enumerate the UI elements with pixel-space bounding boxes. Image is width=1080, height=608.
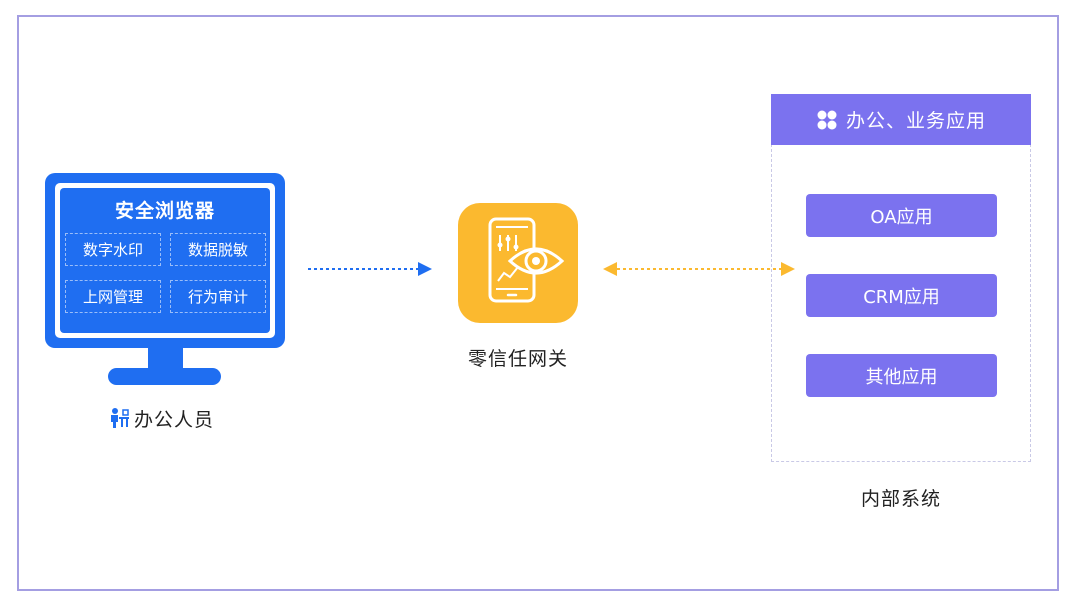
app-oa[interactable]: OA应用 — [806, 194, 997, 237]
office-staff-text: 办公人员 — [134, 408, 215, 431]
system-header-text: 办公、业务应用 — [845, 110, 986, 132]
feature-web-management: 上网管理 — [65, 280, 161, 313]
feature-watermark: 数字水印 — [65, 233, 161, 266]
zero-trust-gateway-tile — [458, 203, 578, 323]
monitor-screen: 安全浏览器 数字水印 数据脱敏 上网管理 行为审计 — [55, 183, 275, 338]
browser-title: 安全浏览器 — [114, 200, 215, 222]
gateway-label: 零信任网关 — [467, 348, 568, 370]
grid-icon — [816, 109, 838, 131]
arrow-office-to-gateway — [308, 262, 432, 276]
office-worker-icon — [108, 407, 130, 429]
app-other[interactable]: 其他应用 — [806, 354, 997, 397]
system-header: 办公、业务应用 — [771, 94, 1031, 145]
secure-browser-panel: 安全浏览器 数字水印 数据脱敏 上网管理 行为审计 — [60, 188, 270, 333]
app-crm[interactable]: CRM应用 — [806, 274, 997, 317]
phone-eye-icon — [488, 217, 565, 303]
feature-data-masking: 数据脱敏 — [170, 233, 266, 266]
arrow-gateway-system — [603, 262, 795, 276]
office-staff-label: 办公人员 — [108, 406, 215, 431]
monitor-stand-neck — [148, 346, 183, 370]
feature-behavior-audit: 行为审计 — [170, 280, 266, 313]
internal-system-label: 内部系统 — [860, 488, 941, 510]
monitor-stand-base — [108, 368, 221, 385]
monitor: 安全浏览器 数字水印 数据脱敏 上网管理 行为审计 — [45, 173, 285, 348]
